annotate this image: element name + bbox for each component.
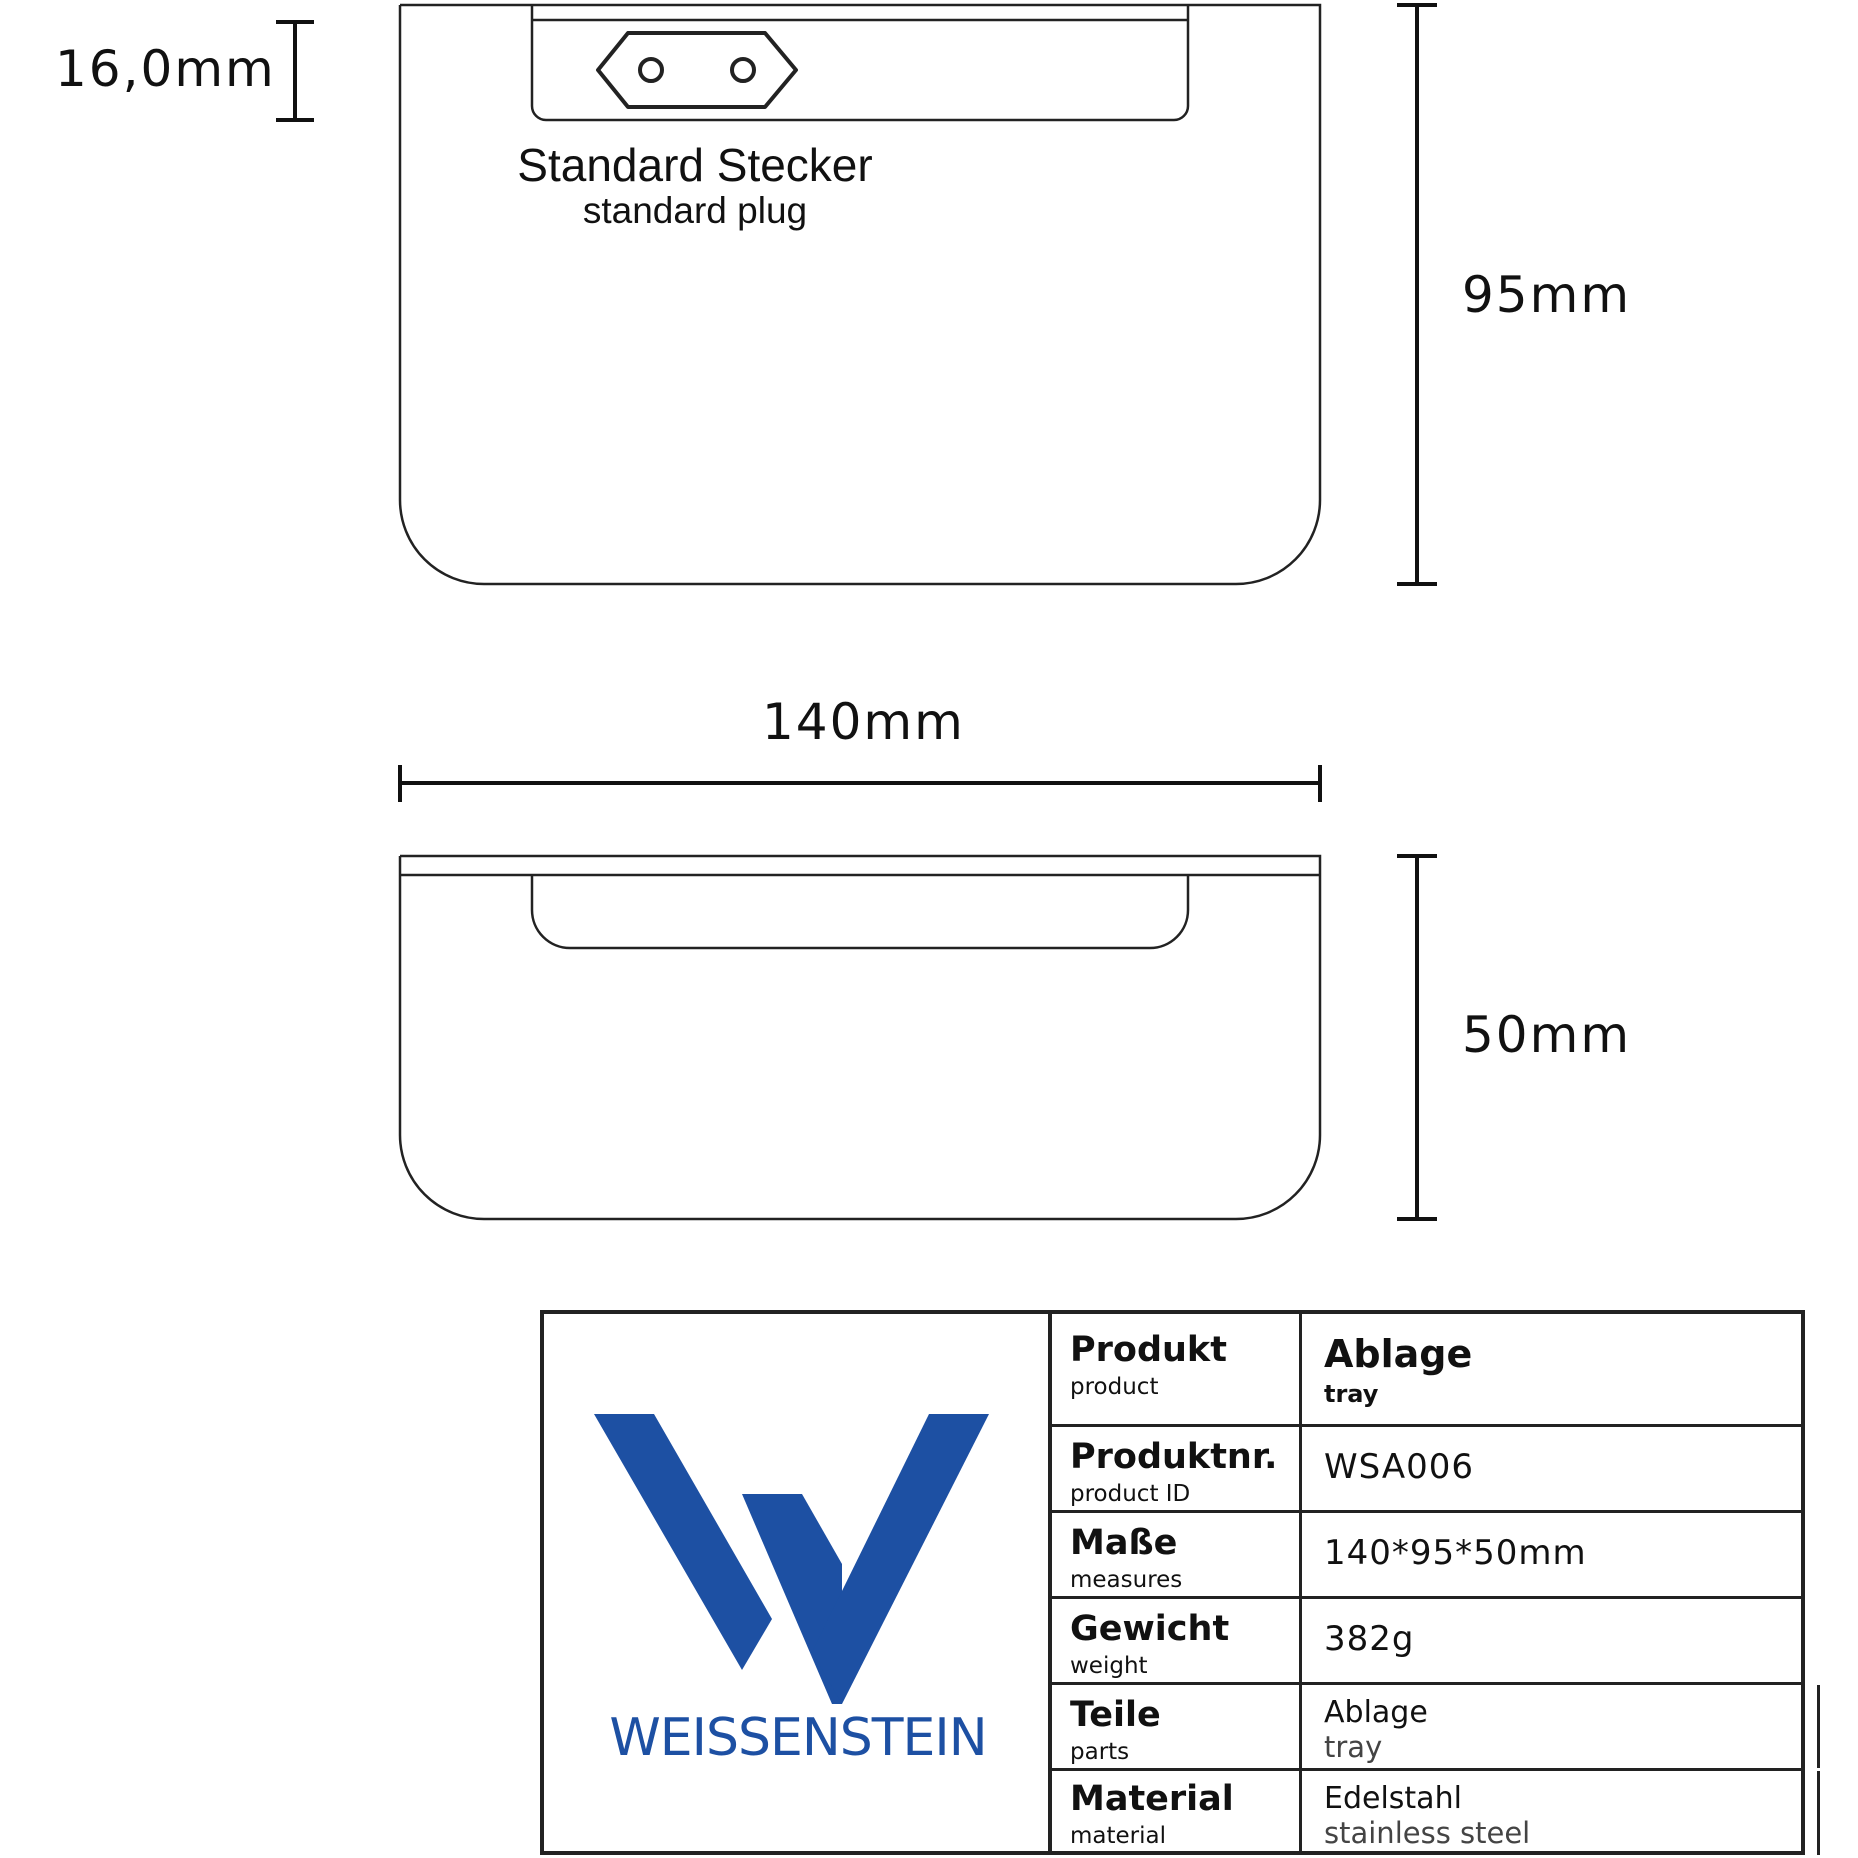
dimension-plug-depth: 16,0mm — [55, 40, 276, 98]
brand-name: WEISSENSTEIN — [609, 1708, 987, 1768]
dimension-depth: 95mm — [1462, 266, 1632, 324]
label-de: Material — [1070, 1779, 1234, 1819]
value-de: Ablage — [1324, 1332, 1473, 1376]
label-cell: Material material — [1052, 1771, 1302, 1855]
label-de: Produkt — [1070, 1330, 1227, 1370]
value: 140*95*50mm — [1324, 1533, 1587, 1573]
value-cell: Ablage tray — [1302, 1685, 1820, 1768]
brand-logo-icon — [594, 1414, 989, 1704]
label-de: Teile — [1070, 1695, 1161, 1735]
value-de: Edelstahl — [1324, 1781, 1462, 1816]
dimension-line-height — [1397, 854, 1437, 1221]
cell-divider — [1817, 1771, 1820, 1855]
value-en: tray — [1324, 1380, 1379, 1408]
spec-row-product-id: Produktnr. product ID WSA006 — [1052, 1427, 1801, 1513]
plug-label-en: standard plug — [582, 189, 808, 231]
cell-divider — [1817, 1685, 1820, 1768]
top-view-outline — [398, 3, 1322, 586]
label-en: weight — [1070, 1653, 1148, 1679]
label-de: Produktnr. — [1070, 1437, 1278, 1477]
value-cell: WSA006 — [1302, 1427, 1801, 1510]
plug-label: Standard Stecker standard plug — [495, 140, 895, 231]
label-cell: Produkt product — [1052, 1314, 1302, 1424]
dimension-height: 50mm — [1462, 1006, 1632, 1064]
label-de: Gewicht — [1070, 1609, 1230, 1649]
spec-row-material: Material material Edelstahl stainless st… — [1052, 1771, 1820, 1855]
label-en: parts — [1070, 1739, 1130, 1765]
label-en: product — [1070, 1374, 1159, 1400]
label-cell: Gewicht weight — [1052, 1599, 1302, 1682]
value-de: Ablage — [1324, 1695, 1428, 1730]
plug-label-de: Standard Stecker — [517, 139, 873, 191]
value-cell: Edelstahl stainless steel — [1302, 1771, 1820, 1855]
value: 382g — [1324, 1619, 1415, 1659]
plug-socket-icon — [596, 31, 798, 109]
front-view-recess — [530, 875, 1190, 950]
dimension-width: 140mm — [762, 693, 965, 751]
spec-row-weight: Gewicht weight 382g — [1052, 1599, 1801, 1685]
dimension-line-depth — [1397, 3, 1437, 586]
label-cell: Teile parts — [1052, 1685, 1302, 1768]
spec-table: WEISSENSTEIN Produkt product Ablage tray… — [540, 1310, 1820, 1855]
value-en: stainless steel — [1324, 1816, 1531, 1850]
label-cell: Maße measures — [1052, 1513, 1302, 1596]
label-en: product ID — [1070, 1481, 1191, 1507]
spec-row-parts: Teile parts Ablage tray — [1052, 1685, 1820, 1771]
front-view-outline — [398, 854, 1322, 1221]
dimension-line-width — [398, 765, 1322, 802]
socket-panel-top — [530, 5, 1190, 122]
dimension-line-plug-depth — [276, 20, 314, 122]
label-cell: Produktnr. product ID — [1052, 1427, 1302, 1510]
value: WSA006 — [1324, 1447, 1474, 1487]
value-en: tray — [1324, 1730, 1383, 1764]
value-cell: 140*95*50mm — [1302, 1513, 1801, 1596]
value-cell: Ablage tray — [1302, 1314, 1801, 1424]
label-de: Maße — [1070, 1523, 1178, 1563]
logo-cell: WEISSENSTEIN — [544, 1314, 1052, 1851]
spec-row-product: Produkt product Ablage tray — [1052, 1314, 1801, 1427]
label-en: material — [1070, 1823, 1166, 1849]
spec-row-measures: Maße measures 140*95*50mm — [1052, 1513, 1801, 1599]
label-en: measures — [1070, 1567, 1183, 1593]
value-cell: 382g — [1302, 1599, 1801, 1682]
